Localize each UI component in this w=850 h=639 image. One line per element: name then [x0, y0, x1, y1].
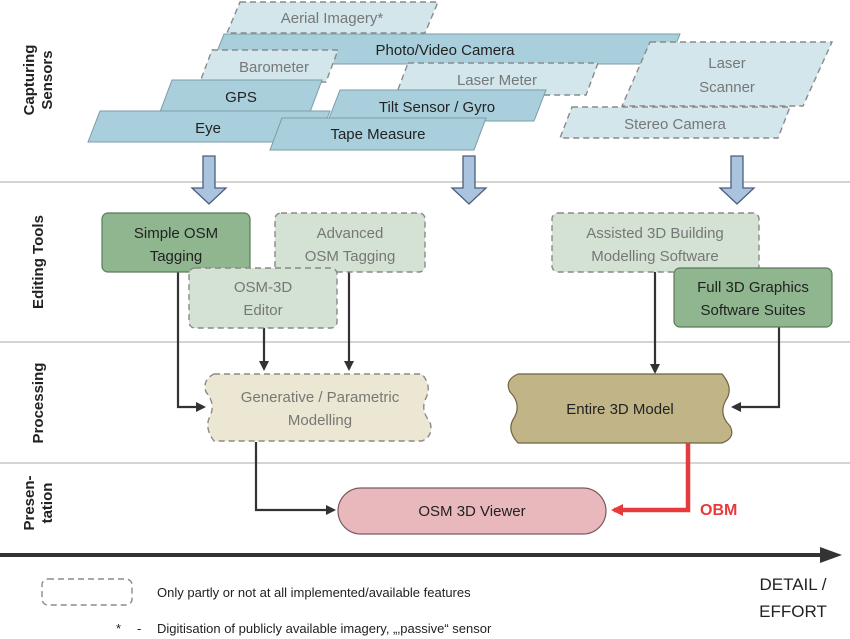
presentation-viewer-label: OSM 3D Viewer: [418, 503, 525, 520]
lane-label-presentation-1: Presen-: [21, 475, 38, 530]
legend-star-symbol: *: [116, 621, 121, 636]
process-generative-label-1: Generative / Parametric: [241, 389, 400, 406]
obm-label: OBM: [700, 502, 737, 519]
lane-label-sensors: Sensors: [39, 50, 56, 109]
connector-simple-to-generative: [176, 272, 206, 412]
legend-dashed-text: Only partly or not at all implemented/av…: [157, 585, 471, 600]
legend-star-text: Digitisation of publicly available image…: [157, 621, 492, 636]
sensor-eye-label: Eye: [195, 120, 221, 137]
down-arrow-left: [190, 155, 228, 205]
tool-editor-label-1: OSM-3D: [234, 279, 293, 296]
sensor-laser-scanner-label-1: Laser: [708, 55, 746, 72]
lane-label-editing: Editing Tools: [30, 215, 47, 309]
sensor-tape-measure-label: Tape Measure: [330, 126, 425, 143]
process-entire-3d-model: [507, 373, 733, 444]
lane-label-capturing: Capturing: [21, 45, 38, 116]
sensor-laser-scanner: [620, 41, 834, 107]
tool-assisted-label-2: Modelling Software: [591, 248, 719, 265]
sensor-aerial-label: Aerial Imagery*: [281, 10, 384, 27]
sensor-laser-scanner-label-2: Scanner: [699, 79, 755, 96]
sensor-laser-meter-label: Laser Meter: [457, 72, 537, 89]
tool-advanced-osm-tagging: [274, 212, 426, 273]
lane-label-presentation-2: tation: [39, 483, 56, 524]
connector-entire-to-viewer-obm: [611, 443, 691, 516]
sensor-stereo-camera: [558, 106, 792, 139]
down-arrow-right: [718, 155, 756, 205]
connector-full-to-entire: [731, 327, 781, 412]
sensor-gps-label: GPS: [225, 89, 257, 106]
axis-label-1: DETAIL /: [759, 575, 826, 594]
sensor-tilt-gyro: [327, 89, 547, 122]
tool-simple-label-2: Tagging: [150, 248, 203, 265]
tool-osm-3d-editor: [188, 267, 338, 329]
process-generative-label-2: Modelling: [288, 412, 352, 429]
sensor-photo-video-label: Photo/Video Camera: [376, 42, 516, 59]
tool-editor-label-2: Editor: [243, 302, 282, 319]
axis-label-2: EFFORT: [759, 602, 827, 621]
tool-advanced-label-1: Advanced: [317, 225, 384, 242]
tool-full-label-1: Full 3D Graphics: [697, 279, 809, 296]
down-arrow-middle: [450, 155, 488, 205]
sensor-laser-meter: [394, 62, 600, 96]
sensor-aerial-imagery: [225, 1, 440, 34]
presentation-osm-3d-viewer: [337, 487, 607, 535]
legend-star-dash: -: [137, 621, 141, 636]
tool-assisted-label-1: Assisted 3D Building: [586, 225, 724, 242]
sensor-barometer-label: Barometer: [239, 59, 309, 76]
legend-dashed-swatch: [41, 578, 133, 606]
lane-label-processing: Processing: [30, 363, 47, 444]
process-entire-label: Entire 3D Model: [566, 401, 674, 418]
sensor-tape-measure: [269, 117, 487, 151]
tool-assisted-3d-building: [551, 212, 760, 273]
sensor-barometer: [198, 49, 340, 83]
axis-arrowhead: [820, 547, 842, 563]
tool-full-label-2: Software Suites: [700, 302, 805, 319]
process-generative-modelling: [204, 373, 432, 442]
connector-generative-to-viewer: [254, 442, 336, 515]
sensor-stereo-camera-label: Stereo Camera: [624, 116, 726, 133]
tool-simple-label-1: Simple OSM: [134, 225, 218, 242]
sensor-tilt-gyro-label: Tilt Sensor / Gyro: [379, 99, 495, 116]
tool-advanced-label-2: OSM Tagging: [305, 248, 396, 265]
tool-simple-osm-tagging: [101, 212, 251, 273]
tool-full-3d-graphics: [673, 267, 833, 328]
